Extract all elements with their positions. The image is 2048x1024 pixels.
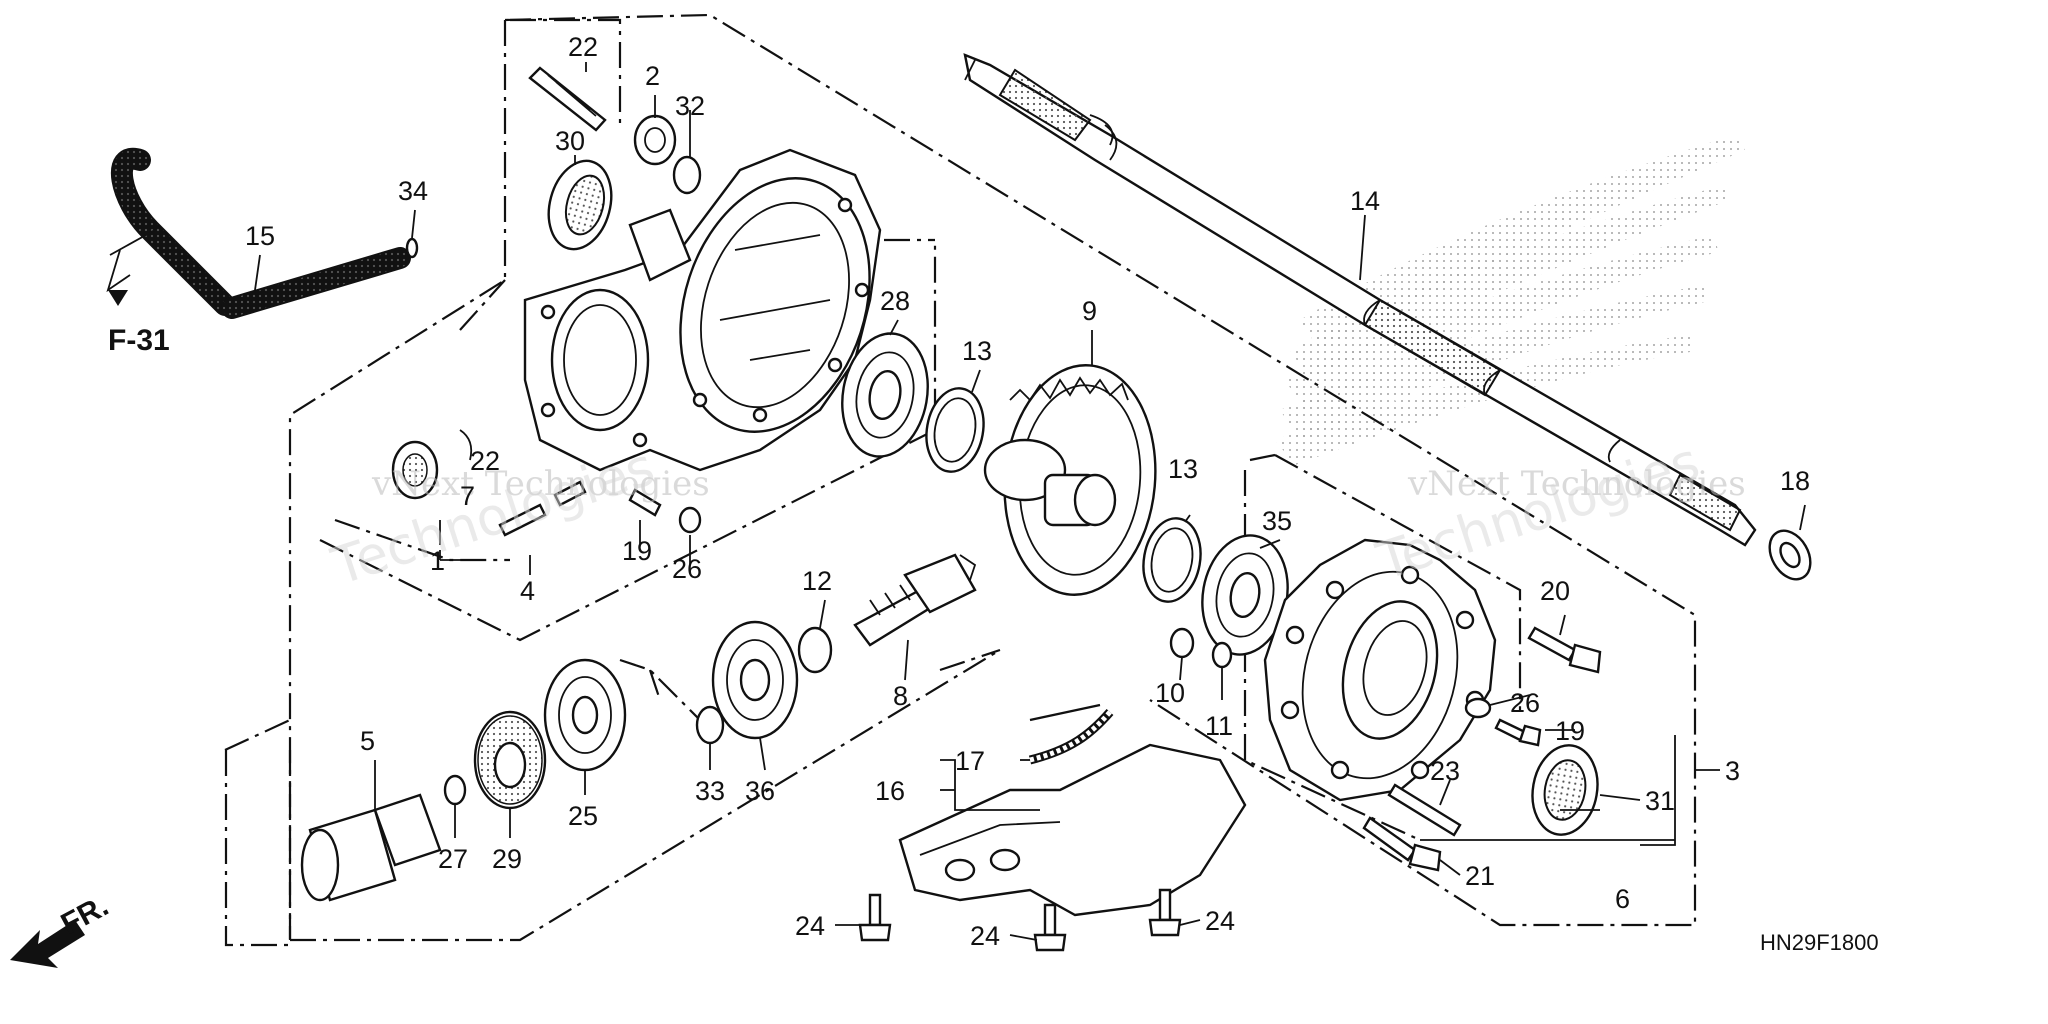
leader-lines [254,62,1806,941]
dowel-pin [1169,627,1195,659]
callout: 18 [1780,466,1810,496]
callout-numbers: 22 2 32 30 34 15 14 28 13 9 13 35 18 7 2… [245,32,1810,951]
oil-seal [547,159,613,251]
stud-bolt-2 [1387,783,1462,837]
stud-bolt-4 [553,480,587,507]
callout: 21 [1465,861,1495,891]
callout: 2 [645,61,660,91]
callout: 30 [555,126,585,156]
callout: 14 [1350,186,1380,216]
front-arrow-icon [10,920,85,968]
o-ring [672,155,702,195]
o-ring-small [1211,641,1233,669]
callout: 25 [568,801,598,831]
rubber-strip [1028,709,1114,765]
callout: 26 [672,554,702,584]
bolt-3 [858,893,892,942]
circlip [695,705,725,745]
breather-fitting [633,114,677,166]
snap-ring [797,626,833,674]
callout: 26 [1510,688,1540,718]
skid-plate [898,703,1247,917]
callout: 8 [893,681,908,711]
callout: 23 [1430,756,1460,786]
callout: 5 [360,726,375,756]
joint-boot [300,793,442,902]
callout: 15 [245,221,275,251]
callout: 28 [880,286,910,316]
callout: 22 [568,32,598,62]
shim-inner [933,397,977,463]
callout: 35 [1262,506,1292,536]
axle-nut [1768,529,1812,581]
callout: 32 [675,91,705,121]
callout: 24 [1205,906,1235,936]
washer [1464,697,1492,719]
shim-2 [1142,517,1202,603]
ref-arrow-icon [108,290,128,306]
pinion-gear [853,553,977,647]
shim [925,387,985,473]
bolt-5 [1148,888,1182,937]
shim-2-inner [1150,527,1194,593]
clip [459,429,473,461]
lock-nut [473,710,547,810]
oil-seal-3 [391,440,439,500]
callout: 6 [1615,884,1630,914]
callout: 16 [875,776,905,806]
stud-bolt [528,66,607,132]
ring-gear [983,364,1157,596]
callout: 7 [460,481,475,511]
bolt-4 [1033,903,1067,952]
callout: 27 [438,844,468,874]
gear-case-cover [1263,538,1497,802]
flange-bolt [1527,626,1602,674]
callout: 9 [1082,296,1097,326]
callout: 1 [430,546,445,576]
watermark-text-2: vNext Technologies [1407,464,1746,504]
watermark-text-4: Technologies [1370,432,1707,593]
callout: 36 [745,776,775,806]
callout: 29 [492,844,522,874]
bearing [841,332,929,458]
callout: 24 [970,921,1000,951]
callout: 10 [1155,678,1185,708]
callout: 13 [1168,454,1198,484]
callout: 17 [955,746,985,776]
callout: 4 [520,576,535,606]
callout: 3 [1725,756,1740,786]
bolt-2 [628,488,662,517]
hose [106,147,419,319]
ref-label: F-31 [108,324,170,357]
callout: 20 [1540,576,1570,606]
callout: 12 [802,566,832,596]
bearing-holder [543,658,627,772]
gear-case-housing [523,148,882,472]
callout: 31 [1645,786,1675,816]
callout: 13 [962,336,992,366]
bearing-2 [1201,534,1289,656]
axle-shaft [963,53,1757,547]
callout: 22 [470,446,500,476]
stud-bolt-3 [498,503,547,537]
diagram-code: HN29F1800 [1760,930,1879,955]
callout: 24 [795,911,825,941]
callout: 19 [622,536,652,566]
bolt [1494,718,1542,747]
oil-seal-2 [1531,744,1599,836]
hose-clip-icon [405,237,419,259]
callout: 19 [1555,716,1585,746]
flange-bolt-2 [1362,816,1442,872]
callout: 11 [1205,711,1233,741]
callout: 34 [398,176,428,206]
callout: 33 [695,776,725,806]
bearing-3 [711,620,799,740]
washer-2 [678,506,702,534]
watermark-text: vNext Technologies [371,464,710,504]
o-ring-2 [443,774,467,806]
rubber-strip-inner [1029,710,1112,763]
